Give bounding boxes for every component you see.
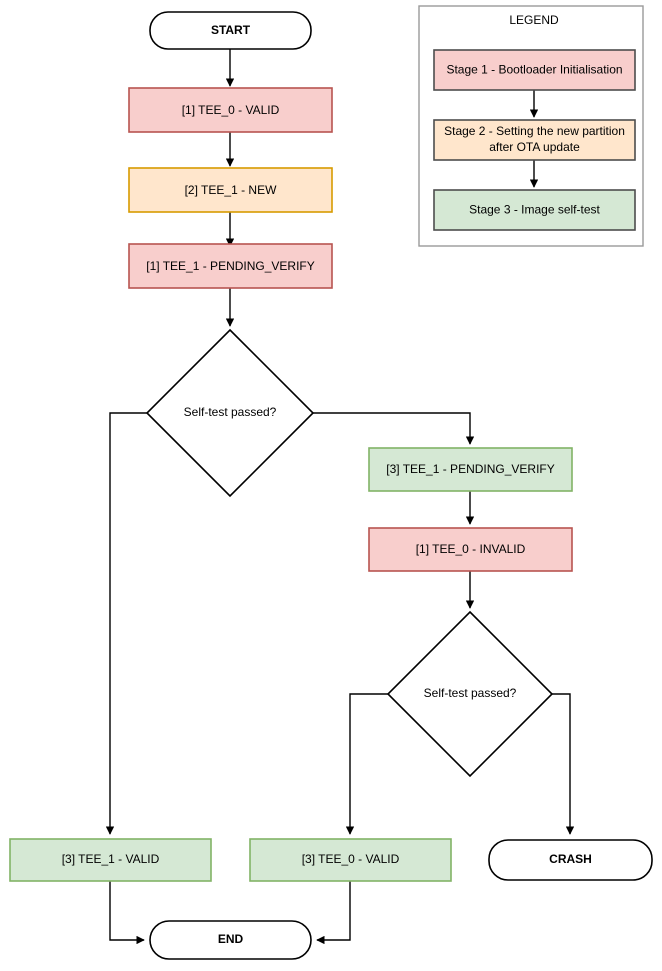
tee1-new-shape[interactable] [128,167,333,213]
legend: LEGEND Stage 1 - Bootloader Initialisati… [418,5,644,247]
node-tee0-invalid[interactable]: [1] TEE_0 - INVALID [368,527,573,572]
tee0-valid-shape[interactable] [128,87,333,133]
edges-layer [105,48,575,945]
node-tee0-valid[interactable]: [1] TEE_0 - VALID [128,87,333,133]
edge-decision2-left-to-tee0valid3 [345,693,388,835]
node-decision-1[interactable]: Self-test passed? [145,328,315,498]
edge-decision1-left-to-tee1valid [105,412,147,835]
legend-item-stage-1: Stage 1 - Bootloader Initialisation [433,49,636,91]
tee1-valid-shape[interactable] [9,838,212,882]
crash-label: CRASH [549,852,592,866]
edge-decision1-right-to-pendingverify3 [313,412,475,445]
edge-tee0valid3-to-end [316,881,351,945]
edge-decision2-right-to-crash [552,693,575,835]
node-end[interactable]: END [149,920,312,960]
decision-1-label: Self-test passed? [184,405,277,419]
node-tee0-valid-3[interactable]: [3] TEE_0 - VALID [249,838,452,882]
node-decision-2[interactable]: Self-test passed? [386,610,554,778]
start-shape[interactable] [149,11,312,50]
legend-stage-2-label-line2: after OTA update [489,140,580,154]
legend-title: LEGEND [509,13,559,27]
node-start[interactable]: START [149,11,312,50]
legend-item-stage-3: Stage 3 - Image self-test [433,189,636,231]
tee0-valid-3-shape[interactable] [249,838,452,882]
tee1-new-label: [2] TEE_1 - NEW [185,183,277,197]
tee0-invalid-shape[interactable] [368,527,573,572]
node-crash[interactable]: CRASH [488,839,653,881]
edge-tee1valid-to-end [109,881,145,945]
legend-stage-3-label: Stage 3 - Image self-test [469,203,600,217]
decision-2-label: Self-test passed? [424,686,517,700]
node-tee1-valid[interactable]: [3] TEE_1 - VALID [9,838,212,882]
legend-stage-2-swatch [433,119,636,161]
decision-2-shape[interactable] [386,610,554,778]
tee0-invalid-label: [1] TEE_0 - INVALID [416,542,526,556]
node-tee1-new[interactable]: [2] TEE_1 - NEW [128,167,333,213]
tee1-pending-verify-3-shape[interactable] [368,447,573,492]
legend-stage-3-swatch [433,189,636,231]
legend-stage-2-label-line1: Stage 2 - Setting the new partition [444,124,625,138]
tee1-pending-verify-1-shape[interactable] [128,243,333,289]
tee1-pending-verify-3-label: [3] TEE_1 - PENDING_VERIFY [386,462,555,476]
start-label: START [211,23,251,37]
tee0-valid-3-label: [3] TEE_0 - VALID [302,852,400,866]
node-tee1-pending-verify-1[interactable]: [1] TEE_1 - PENDING_VERIFY [128,243,333,289]
tee0-valid-label: [1] TEE_0 - VALID [182,103,280,117]
node-tee1-pending-verify-3[interactable]: [3] TEE_1 - PENDING_VERIFY [368,447,573,492]
legend-stage-1-label: Stage 1 - Bootloader Initialisation [446,63,622,77]
crash-shape[interactable] [488,839,653,881]
end-label: END [218,932,244,946]
legend-stage-1-swatch [433,49,636,91]
tee1-pending-verify-1-label: [1] TEE_1 - PENDING_VERIFY [146,259,315,273]
tee1-valid-label: [3] TEE_1 - VALID [62,852,160,866]
legend-item-stage-2: Stage 2 - Setting the new partition afte… [433,119,636,161]
end-shape[interactable] [149,920,312,960]
decision-1-shape[interactable] [145,328,315,498]
